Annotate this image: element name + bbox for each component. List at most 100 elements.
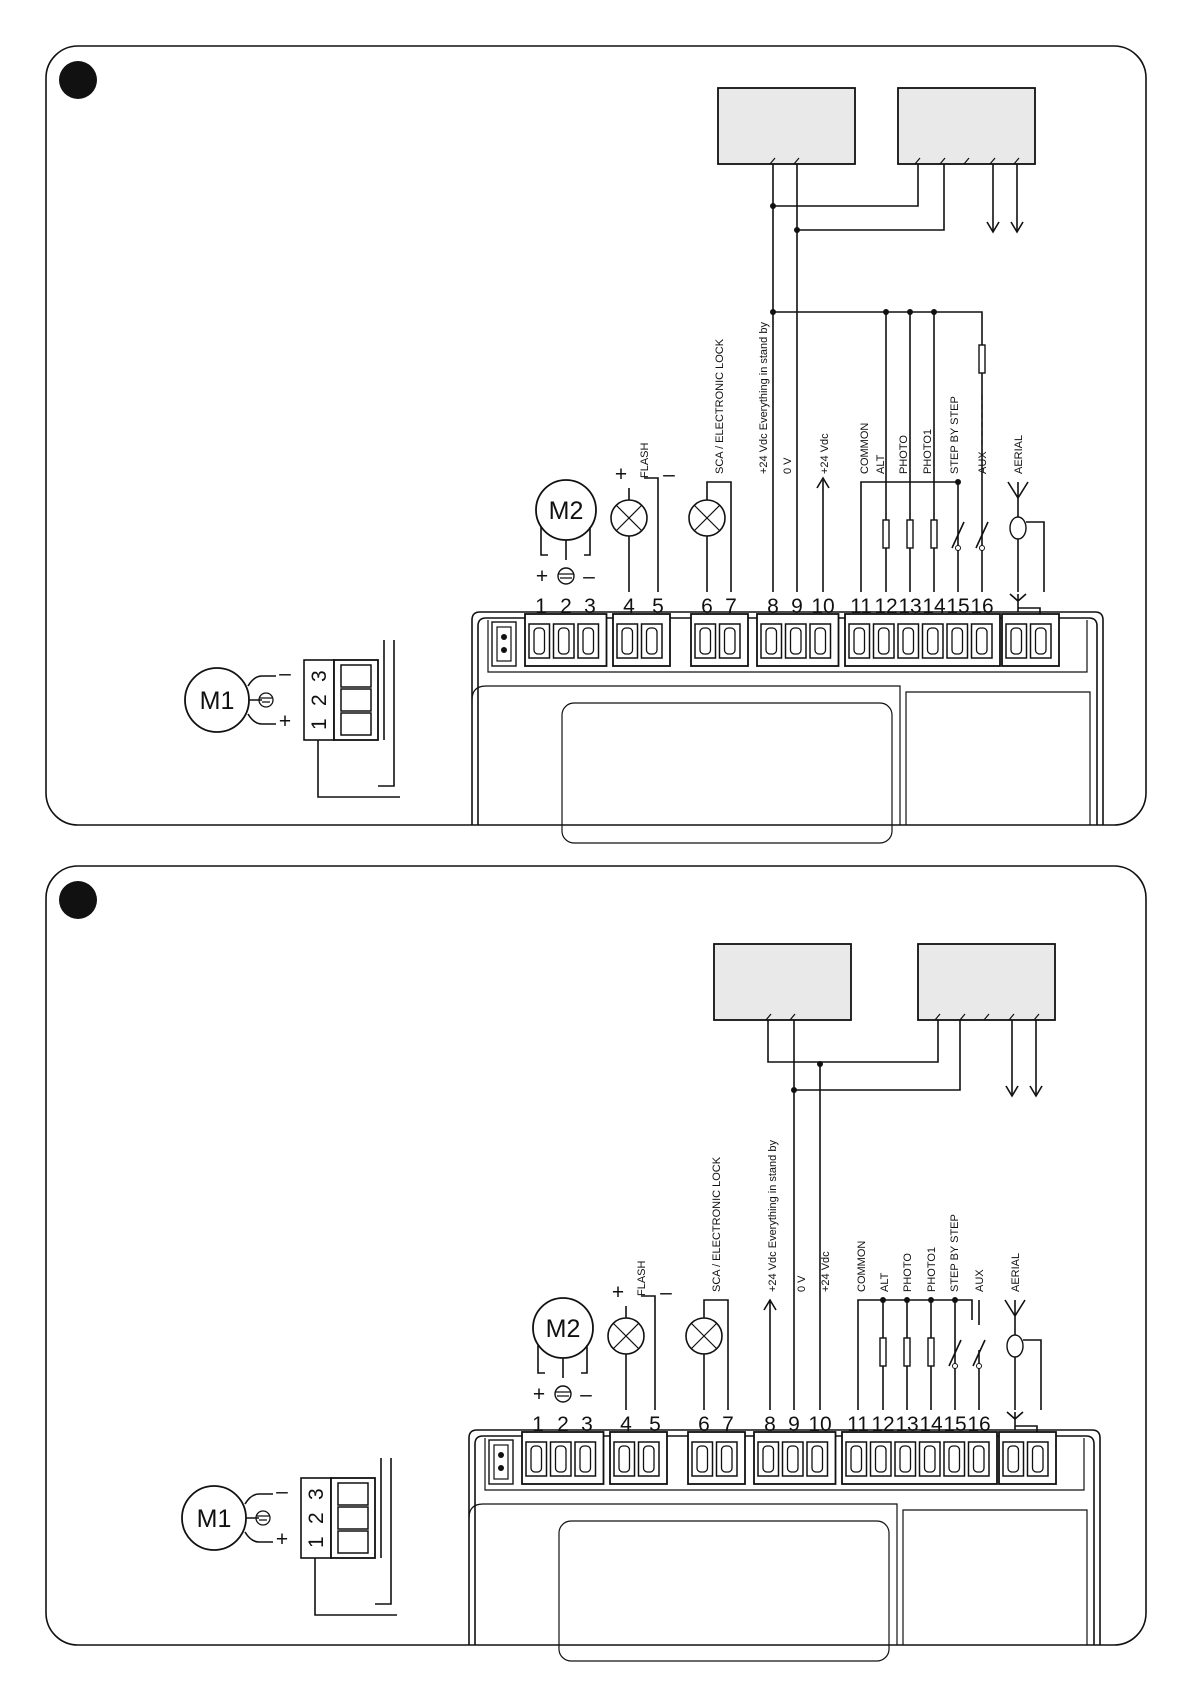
m1-terminal-number: 3: [305, 1488, 328, 1500]
terminal-screw: [872, 623, 895, 659]
common-label: COMMON: [856, 1241, 868, 1292]
terminal-screw: [691, 1441, 714, 1477]
terminal-screw: [760, 623, 783, 659]
terminal-block: [690, 613, 749, 667]
vdc-label: +24 Vdc: [820, 1251, 832, 1292]
aerial-coax-icon: [1006, 1334, 1024, 1358]
step-by-step-label: STEP BY STEP: [949, 396, 961, 474]
terminal-screw: [1026, 1441, 1049, 1477]
terminal-block: [609, 1431, 668, 1485]
aerial-terminal-symbol: [1006, 1411, 1038, 1432]
terminal-screw: [943, 1441, 966, 1477]
terminal-screw: [946, 623, 969, 659]
terminal-number: 3: [581, 1413, 593, 1436]
aerial-label: AERIAL: [1010, 1253, 1022, 1292]
terminal-screw: [715, 1441, 738, 1477]
terminal-block: [687, 1431, 746, 1485]
terminal-number: 14: [919, 1413, 943, 1436]
m2-plus-sign: +: [536, 565, 548, 588]
terminal-number: 4: [623, 595, 635, 618]
terminal-screw: [718, 623, 741, 659]
m1-motor: M1 – + 1 2 3: [181, 1458, 397, 1616]
flash-minus-sign: –: [663, 463, 675, 486]
flash-label: FLASH: [639, 442, 651, 478]
photo-label: PHOTO: [898, 435, 910, 474]
terminal-screw: [784, 623, 807, 659]
m1-motor: M1 – + 1 2 3: [184, 640, 400, 798]
m1-terminal-number: 3: [308, 670, 331, 682]
power-wiring: +24 Vdc Everything in stand by 0 V +24 V…: [758, 164, 1024, 592]
terminal-blocks: [524, 613, 1060, 667]
terminal-number: 12: [874, 595, 897, 618]
terminal-block: [756, 613, 840, 667]
photo1-label: PHOTO1: [926, 1247, 938, 1292]
panel-frame: [45, 45, 1147, 826]
panel-number-marker: [59, 881, 97, 919]
terminal-number: 7: [725, 595, 737, 618]
terminal-number: 15: [943, 1413, 966, 1436]
panel-frame: [45, 865, 1147, 1646]
terminal-screw: [1005, 623, 1028, 659]
vdc-standby-label: +24 Vdc Everything in stand by: [758, 322, 770, 474]
earth-icon: [258, 692, 274, 708]
common-label: COMMON: [859, 423, 871, 474]
terminal-screw: [757, 1441, 780, 1477]
device-terminal-screws: [769, 157, 1020, 165]
zero-v-label: 0 V: [796, 1275, 808, 1292]
terminal-block: [521, 1431, 605, 1485]
earth-icon: [554, 1385, 572, 1403]
terminal-number: 3: [584, 595, 596, 618]
terminal-numbers: 1 2 3 4 5 6 7 8 9 10 11 12 13 14 15 16: [535, 595, 994, 618]
flash-plus-sign: +: [615, 463, 627, 486]
terminal-number: 15: [946, 595, 969, 618]
vdc-label: +24 Vdc: [819, 433, 831, 474]
aerial-label: AERIAL: [1013, 435, 1025, 474]
terminal-number: 11: [850, 595, 872, 618]
terminal-number: 4: [620, 1413, 632, 1436]
sca-label: SCA / ELECTRONIC LOCK: [711, 1156, 723, 1292]
sca-lamp: SCA / ELECTRONIC LOCK: [688, 338, 732, 592]
flash-plus-sign: +: [612, 1281, 624, 1304]
wiring-panel-2: 1 2 3 4 5 6 7 8 9 10 11 12 13 14 15 16 M…: [45, 865, 1147, 1662]
aux-label: AUX: [974, 1269, 986, 1292]
terminal-screw: [528, 623, 551, 659]
terminal-screw: [1002, 1441, 1025, 1477]
terminal-block: [841, 1431, 998, 1485]
m2-minus-sign: –: [583, 565, 595, 588]
m1-plus-sign: +: [279, 710, 291, 733]
normally-closed-contacts: [882, 344, 986, 549]
photo1-label: PHOTO1: [922, 429, 934, 474]
flash-minus-sign: –: [660, 1281, 672, 1304]
m2-motor-label: M2: [549, 497, 584, 525]
photocell-transmitter-box: [717, 87, 856, 165]
terminal-screw: [806, 1441, 829, 1477]
m1-terminal-number: 2: [305, 1512, 328, 1524]
photo-label: PHOTO: [902, 1253, 914, 1292]
m1-motor-label: M1: [197, 1505, 232, 1533]
terminal-screw: [869, 1441, 892, 1477]
terminal-block: [844, 613, 1001, 667]
terminal-number: 8: [764, 1413, 776, 1436]
terminal-number: 7: [722, 1413, 734, 1436]
aerial-coax-icon: [1009, 516, 1027, 540]
terminal-number: 6: [701, 595, 713, 618]
terminal-number: 16: [970, 595, 993, 618]
terminal-block: [524, 613, 608, 667]
terminal-screw: [1029, 623, 1052, 659]
m2-motor: M2 + –: [535, 479, 597, 588]
terminal-number: 13: [895, 1413, 918, 1436]
alt-label: ALT: [879, 1272, 891, 1292]
terminal-screw: [918, 1441, 941, 1477]
terminal-number: 8: [767, 595, 779, 618]
terminal-blocks: [521, 1431, 1057, 1485]
terminal-screw: [637, 1441, 660, 1477]
m1-terminal-number: 1: [308, 718, 331, 730]
terminal-screw: [616, 623, 639, 659]
input-contacts: COMMON ALT PHOTO PHOTO1 STEP BY STEP AUX: [856, 1214, 986, 1410]
terminal-screw: [781, 1441, 804, 1477]
terminal-screw: [552, 623, 575, 659]
sca-label: SCA / ELECTRONIC LOCK: [714, 338, 726, 474]
terminal-number: 9: [788, 1413, 800, 1436]
m2-motor-label: M2: [546, 1315, 581, 1343]
m1-terminal-number: 1: [305, 1536, 328, 1548]
